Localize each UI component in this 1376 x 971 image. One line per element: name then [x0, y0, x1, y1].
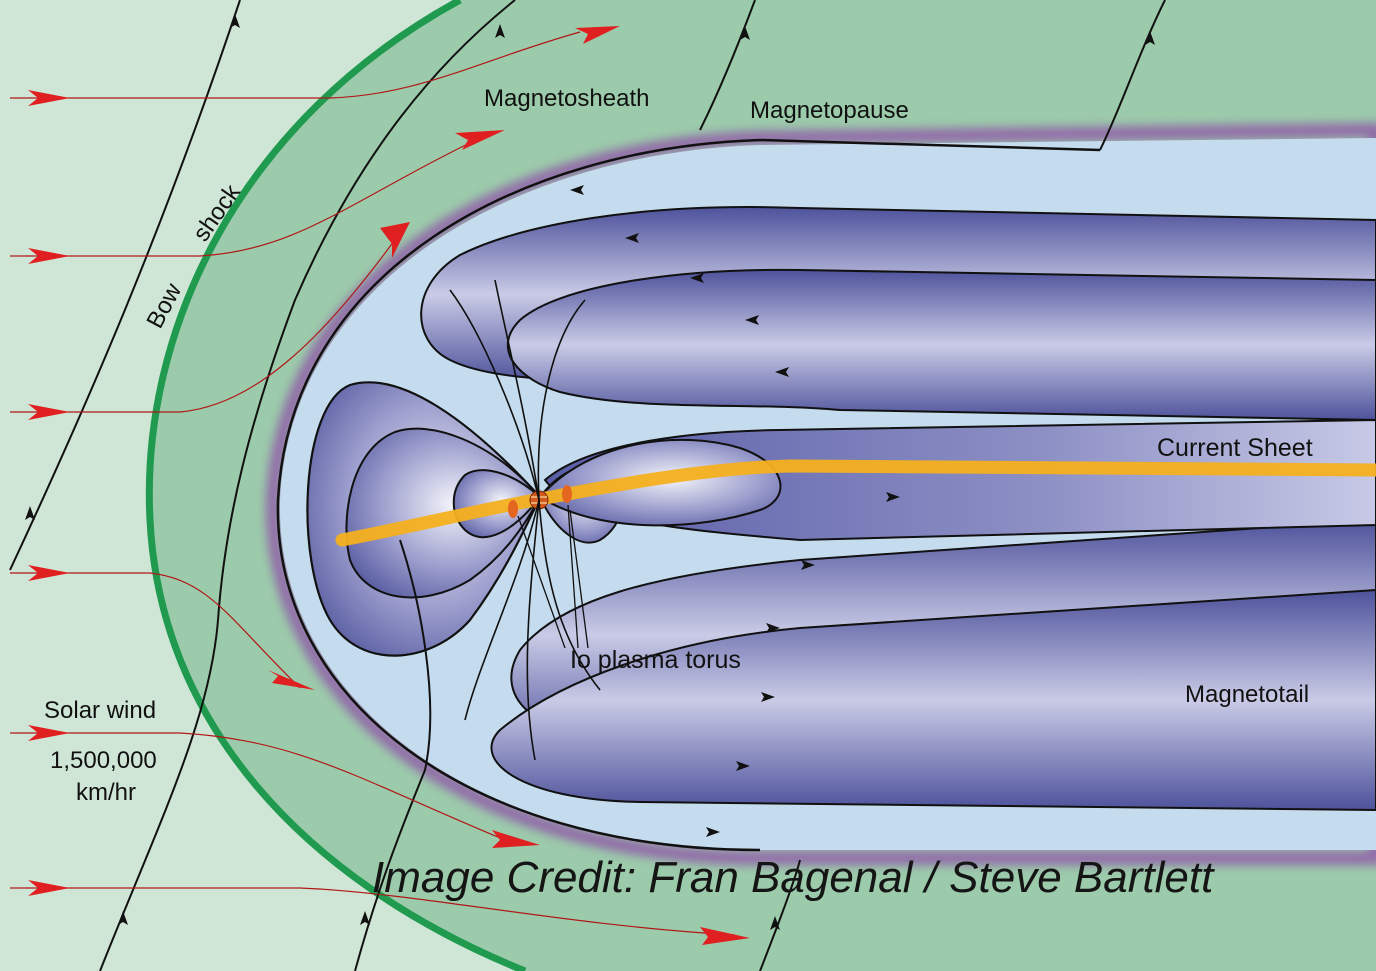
solar-wind-flow-lines [10, 31, 736, 936]
bow-shock [145, 0, 527, 971]
magnetosheath-label: Magnetosheath [484, 85, 649, 112]
magnetopause-label: Magnetopause [750, 97, 909, 124]
magnetotail-label: Magnetotail [1185, 681, 1309, 708]
io-pointer-lines [517, 504, 589, 649]
io-torus-left [508, 500, 518, 518]
io-torus-right [562, 485, 572, 503]
field-line-fan [449, 279, 601, 761]
solar-wind-speed-value: 1,500,000 [50, 747, 157, 774]
field-line-arrows [570, 185, 900, 837]
solar-wind-label: Solar wind [44, 697, 156, 724]
magnetopause-glow [265, 122, 1376, 865]
current-sheet-label: Current Sheet [1157, 434, 1313, 462]
solar-wind-arrows [28, 26, 750, 945]
tail-band-2 [506, 268, 1376, 422]
io-plasma-torus-label: Io plasma torus [570, 646, 741, 674]
solar-wind-speed-unit: km/hr [76, 779, 136, 806]
tail-band-lower-2 [490, 588, 1376, 812]
imf-arrows [25, 14, 1155, 930]
imf-field-lines [9, 0, 1166, 971]
image-credit-watermark: Image Credit: Fran Bagenal / Steve Bartl… [372, 853, 1215, 902]
magnetopause-boundary [276, 138, 1101, 852]
